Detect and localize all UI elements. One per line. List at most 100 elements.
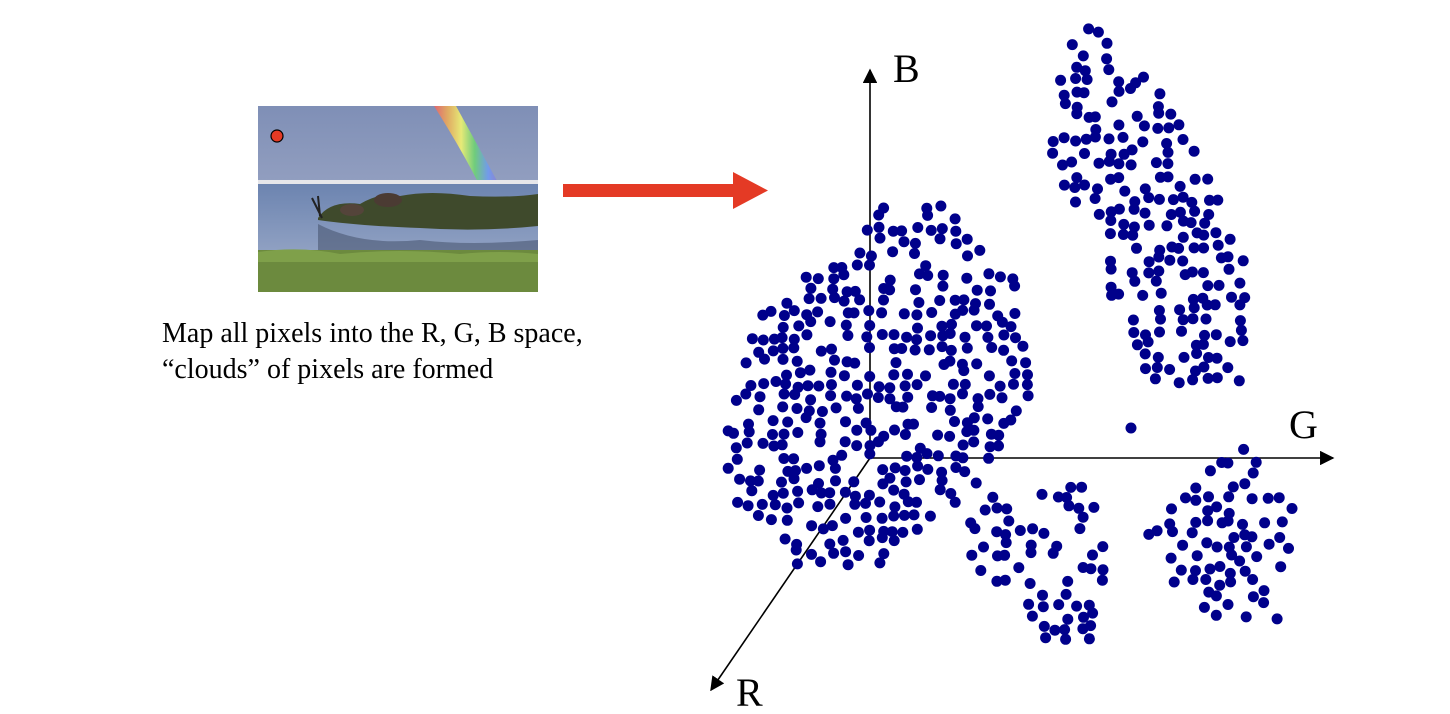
pixel-dot xyxy=(890,357,902,369)
pixel-dot xyxy=(872,436,884,448)
pixel-dot xyxy=(1186,196,1198,208)
pixel-dot xyxy=(1286,503,1298,514)
pixel-dot xyxy=(1071,108,1083,120)
pixel-dot xyxy=(781,514,793,526)
pixel-dot xyxy=(754,464,766,476)
pixel-dot xyxy=(840,416,851,428)
pixel-dot xyxy=(884,393,896,405)
pixel-dot xyxy=(826,343,837,355)
pixel-dot xyxy=(1191,348,1203,359)
pixel-dot xyxy=(1037,589,1048,601)
pixel-dot xyxy=(1118,218,1130,230)
pixel-dot xyxy=(1204,563,1216,575)
pixel-dot xyxy=(1088,501,1100,513)
pixel-dot xyxy=(959,466,971,478)
pixel-dot xyxy=(1005,321,1017,333)
pixel-dot xyxy=(923,344,935,356)
pixel-dot xyxy=(959,378,971,390)
pixel-dot xyxy=(788,342,800,354)
pixel-dot xyxy=(1226,291,1237,303)
pixel-dot xyxy=(911,334,923,346)
pixel-dot xyxy=(1047,147,1059,159)
cloud-upper-right xyxy=(1047,23,1251,389)
pixel-dot xyxy=(1237,255,1249,267)
caption-line-2: “clouds” of pixels are formed xyxy=(162,354,494,385)
pixel-dot xyxy=(1202,280,1214,292)
pixel-dot xyxy=(865,424,877,436)
pixel-dot xyxy=(1047,547,1059,559)
pixel-dot xyxy=(778,428,790,440)
pixel-dot xyxy=(860,497,871,509)
pixel-dot xyxy=(1235,324,1247,336)
pixel-dot xyxy=(1204,194,1215,206)
pixel-dot xyxy=(745,380,757,391)
pixel-dot xyxy=(887,246,899,258)
pixel-dot xyxy=(824,538,836,550)
pixel-dot xyxy=(1198,361,1210,373)
pixel-dot xyxy=(1190,365,1201,377)
pixel-dot xyxy=(1093,208,1105,220)
pixel-dot xyxy=(815,556,827,568)
pixel-dot xyxy=(1025,547,1037,559)
pixel-dot xyxy=(874,557,886,569)
pixel-dot xyxy=(1105,215,1117,226)
pixel-dot xyxy=(991,575,1003,587)
pixel-dot xyxy=(1211,352,1223,364)
pixel-dot xyxy=(912,322,923,334)
pixel-dot xyxy=(1203,352,1214,363)
pixel-dot xyxy=(1188,242,1200,254)
pixel-dot xyxy=(842,330,854,341)
pixel-dot xyxy=(815,345,827,357)
pixel-dot xyxy=(934,233,946,245)
pixel-dot xyxy=(1060,588,1072,600)
pixel-dot xyxy=(1071,172,1083,184)
pixel-dot xyxy=(865,250,877,262)
pixel-dot xyxy=(926,402,938,413)
pixel-dot xyxy=(1127,229,1139,241)
pixel-dot xyxy=(849,357,861,369)
pixel-dot xyxy=(1239,565,1251,577)
pixel-dot xyxy=(1237,335,1249,347)
pixel-dot xyxy=(972,401,984,413)
pixel-dot xyxy=(1210,329,1222,341)
pixel-dot xyxy=(1065,481,1077,493)
pixel-dot xyxy=(1209,299,1221,311)
pixel-dot xyxy=(1000,529,1012,541)
pixel-dot xyxy=(911,452,923,463)
pixel-dot xyxy=(1128,327,1140,338)
pixel-dot xyxy=(1126,267,1138,279)
pixel-dot xyxy=(1143,528,1155,540)
pixel-dot xyxy=(1165,209,1177,220)
pixel-dot xyxy=(861,331,873,343)
pixel-dot xyxy=(829,292,840,304)
pixel-dot xyxy=(897,401,909,413)
pixel-dot xyxy=(861,224,873,236)
pixel-dot xyxy=(888,369,900,381)
pixel-dot xyxy=(1057,159,1068,171)
pixel-dot xyxy=(840,546,852,558)
pixel-dot xyxy=(909,237,921,249)
pixel-dot xyxy=(999,549,1011,561)
pixel-dot xyxy=(993,429,1005,441)
pixel-dot xyxy=(1104,228,1116,240)
pixel-dot xyxy=(1274,532,1286,543)
pixel-dot xyxy=(840,512,852,524)
pixel-dot xyxy=(1063,500,1075,512)
pixel-dot xyxy=(1001,503,1013,515)
pixel-dot xyxy=(924,510,936,522)
pixel-dot xyxy=(1173,377,1185,389)
pixel-dot xyxy=(1020,357,1032,369)
pixel-dot xyxy=(1250,456,1262,468)
pixel-dot xyxy=(1174,206,1186,218)
pixel-dot xyxy=(1224,336,1236,348)
pixel-dot xyxy=(745,475,756,487)
pixel-dot xyxy=(937,280,949,292)
pixel-dot xyxy=(806,548,817,560)
pixel-dot xyxy=(757,334,769,346)
pixel-dot xyxy=(777,342,789,354)
pixel-dot xyxy=(851,379,863,391)
pixel-dot xyxy=(1096,574,1108,586)
pixel-dot xyxy=(1106,96,1118,108)
pixel-dot xyxy=(830,475,841,487)
pixel-dot xyxy=(909,248,920,259)
